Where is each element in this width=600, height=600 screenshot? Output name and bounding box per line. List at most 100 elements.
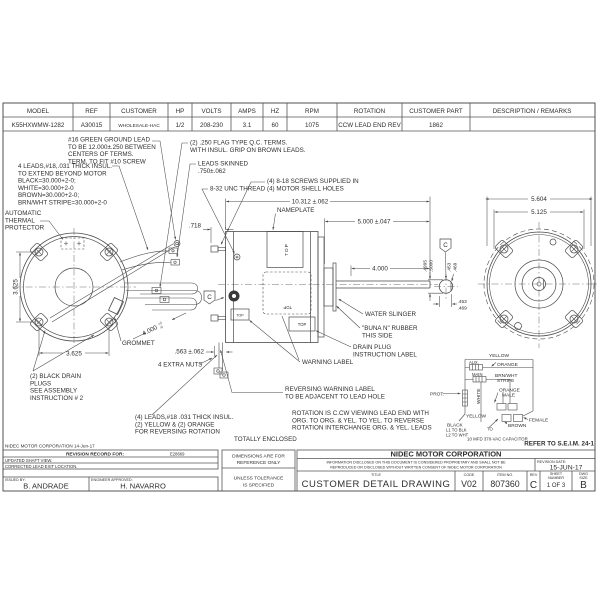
svg-text:ROTATION: ROTATION (354, 108, 385, 115)
svg-text:TO: TO (487, 427, 493, 432)
svg-text:.469: .469 (458, 306, 468, 312)
svg-text:CORRECTED LEAD EXIT LOCATION.: CORRECTED LEAD EXIT LOCATION. (5, 464, 77, 469)
svg-text:ROTATION IS C.CW VIEWING LEAD: ROTATION IS C.CW VIEWING LEAD END WITH (292, 410, 429, 417)
rev-value: C (530, 480, 537, 491)
reversing-label-outline (262, 271, 312, 315)
svg-text:PLUGS: PLUGS (30, 380, 51, 387)
svg-text:.718: .718 (189, 223, 202, 230)
note-drain-label: DRAIN PLUG INSTRUCTION LABEL (315, 330, 417, 358)
spec-table-row: K55HXWMW-1282 A30015 WHOLESALE-HAC 1/2 2… (12, 122, 444, 129)
svg-text:ROTATION INTERCHANGE ORG. & YE: ROTATION INTERCHANGE ORG. & YEL. LEADS (292, 425, 432, 432)
note-flag-terms: (2) .250 FLAG TYPE Q.C. TERMS. WITH INSU… (159, 140, 306, 288)
grommet-leader (114, 317, 122, 342)
wire-yellow-top: YELLOW (489, 353, 509, 359)
title-block: NIDEC MOTOR CORPORATION INFORMATION DISC… (296, 450, 596, 492)
svg-text:BRN/WHT STRIPE=30.000+2-0: BRN/WHT STRIPE=30.000+2-0 (18, 200, 107, 207)
svg-text:H. NAVARRO: H. NAVARRO (120, 482, 166, 491)
svg-text:4.000: 4.000 (141, 324, 159, 337)
signature-block: ISSUED BY: B. ANDRADE ENGINEER APPROVED:… (2, 476, 219, 492)
svg-text:(2) YELLOW & (2) ORANGE: (2) YELLOW & (2) ORANGE (135, 421, 214, 428)
svg-text:TO BE 12.000±.250 BETWEEN: TO BE 12.000±.250 BETWEEN (68, 144, 156, 151)
sheet-number: 1 OF 3 (547, 483, 566, 489)
datum-flag-side: C (203, 290, 225, 305)
svg-text:THERMAL: THERMAL (5, 217, 35, 224)
footer: NIDEC MOTOR CORPORATION 14-Jun-17 REVISI… (2, 444, 596, 492)
reversing-leads (213, 342, 229, 379)
svg-text:DIMENSIONS ARE FOR: DIMENSIONS ARE FOR (232, 454, 285, 460)
svg-text:NAMEPLATE: NAMEPLATE (277, 207, 314, 214)
wire-brnwht: BRN/WHT (495, 373, 517, 379)
svg-text:WHOLESALE-HAC: WHOLESALE-HAC (118, 123, 160, 129)
svg-text:"BUNA N" RUBBER: "BUNA N" RUBBER (362, 325, 418, 332)
svg-text:REPRODUCED OR DISCLOSED WITHOU: REPRODUCED OR DISCLOSED WITHOUT WRITTEN … (330, 466, 502, 470)
revision-block: REVISION RECORD FOR: E28669 UPDATED SHAF… (2, 449, 219, 470)
svg-text:1075: 1075 (305, 122, 319, 129)
svg-text:INFORMATION DISCLOSED ON THIS: INFORMATION DISCLOSED ON THIS DOCUMENT I… (326, 461, 506, 465)
svg-text:ORG. TO ORG. & YEL. TO YEL. TO: ORG. TO ORG. & YEL. TO YEL. TO REVERSE (292, 417, 424, 424)
note-warning-label: WARNING LABEL (249, 315, 354, 366)
end-view-lugs (495, 240, 583, 328)
svg-text:SHEET: SHEET (550, 472, 563, 476)
annotations: #16 GREEN GROUND LEAD TO BE 12.000±.250 … (5, 137, 432, 444)
svg-text:.469: .469 (453, 262, 459, 272)
note-enclosed: TOTALLY ENCLOSED (234, 436, 297, 443)
svg-text:CUSTOMER PART: CUSTOMER PART (409, 108, 463, 115)
wiring-diagram: YELLOW AUX. ORANGE MAIN BRN/WHT STRIPE W… (430, 353, 595, 448)
svg-text:+2: +2 (157, 321, 162, 326)
svg-text:ITEM NO.: ITEM NO. (497, 473, 513, 477)
svg-text:INSTRUCTION LABEL: INSTRUCTION LABEL (353, 351, 417, 358)
note-rev-leads: (4) LEADS,#18 .031 THICK INSUL. (2) YELL… (135, 354, 233, 436)
dim-lug-vertical: 3.625 (13, 251, 36, 323)
footer-corp-line: NIDEC MOTOR CORPORATION 14-Jun-17 (5, 444, 95, 449)
svg-text:K55HXWMW-1282: K55HXWMW-1282 (12, 122, 65, 129)
svg-text:3.625: 3.625 (13, 279, 20, 295)
item-number: 807360 (490, 479, 519, 489)
svg-text:UNLESS TOLERANCE: UNLESS TOLERANCE (234, 476, 284, 482)
wire-white: WHITE (476, 389, 482, 404)
drain-plug-leader-1 (32, 330, 46, 372)
shell-screws (210, 245, 226, 322)
svg-text:SIZE: SIZE (579, 476, 588, 480)
svg-text:(4) LEADS,#18 .031 THICK INSUL: (4) LEADS,#18 .031 THICK INSUL. (135, 414, 233, 421)
svg-text:ENGINEER APPROVED:: ENGINEER APPROVED: (91, 478, 133, 482)
wire-black: BLACK (447, 423, 464, 429)
lead-bundle (125, 282, 202, 311)
dashed-top-text: TOP (283, 305, 292, 310)
wire-yellow-bot: YELLOW (466, 414, 486, 420)
note-four-leads: 4 LEADS,#18,.031 THICK INSUL. TO EXTEND … (18, 163, 149, 251)
drawing-title: CUSTOMER DETAIL DRAWING (302, 479, 451, 490)
code-value: V02 (461, 479, 477, 489)
note-drain-plugs: (2) BLACK DRAIN PLUGS SEE ASSEMBLY INSTR… (30, 373, 84, 402)
note-shell-screws: (4) 8-18 SCREWS SUPPLIED IN (4) MOTOR SH… (220, 178, 359, 245)
svg-text:.4995: .4995 (423, 260, 429, 272)
svg-text:5.604: 5.604 (531, 196, 547, 203)
svg-text:CENTERS OF TERMS.: CENTERS OF TERMS. (68, 151, 134, 158)
svg-text:TITLE: TITLE (371, 473, 382, 477)
svg-text:NUMBER: NUMBER (548, 476, 564, 480)
svg-text:TERM. TO FIT #10 SCREW: TERM. TO FIT #10 SCREW (68, 158, 146, 165)
svg-text:AMPS: AMPS (238, 108, 256, 115)
svg-text:PROTECTOR: PROTECTOR (5, 225, 45, 232)
wire-aux: AUX. (469, 360, 479, 365)
svg-text:TO EXTEND BEYOND MOTOR: TO EXTEND BEYOND MOTOR (18, 170, 107, 177)
svg-text:A30015: A30015 (81, 122, 103, 129)
svg-text:CCW LEAD END REV: CCW LEAD END REV (338, 122, 401, 129)
svg-text:1862: 1862 (429, 122, 443, 129)
svg-text:WHITE=30.000+2-0: WHITE=30.000+2-0 (18, 185, 74, 192)
svg-text:RPM: RPM (305, 108, 319, 115)
svg-text:4 EXTRA NUTS: 4 EXTRA NUTS (158, 362, 202, 369)
svg-text:HP: HP (176, 108, 185, 115)
svg-text:BLACK=30.000+2-0;: BLACK=30.000+2-0; (18, 178, 76, 185)
svg-text:TOP: TOP (298, 322, 307, 327)
drain-instruction-rect (230, 308, 250, 321)
shaft-section: .4995 .5000 .453 .469 .453 .469 C (423, 238, 468, 312)
svg-text:.453: .453 (458, 299, 468, 305)
svg-text:CUSTOMER: CUSTOMER (121, 108, 157, 115)
svg-text:B. ANDRADE: B. ANDRADE (23, 482, 68, 491)
refer-note: REFER TO S.E.I.M. 24-1 (524, 441, 594, 448)
note-thread: 8-32 UNC THREAD (201, 186, 266, 254)
svg-text:STRIPE: STRIPE (497, 378, 514, 384)
svg-text:.563 ±.062: .563 ±.062 (175, 349, 205, 356)
wire-orange-top: ORANGE (497, 362, 518, 368)
